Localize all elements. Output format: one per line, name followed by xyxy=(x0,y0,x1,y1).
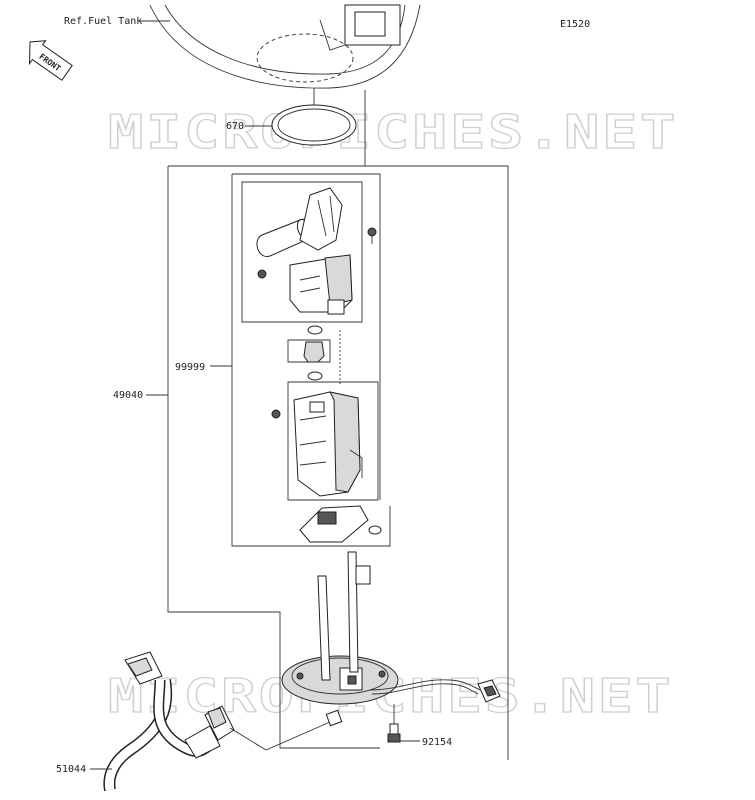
o-ring-lower xyxy=(307,371,323,381)
part-49040-label: 49040 xyxy=(113,390,143,401)
small-bolt-right xyxy=(367,227,377,237)
clip-bolt xyxy=(271,409,281,419)
fuel-pump-body xyxy=(293,391,363,497)
small-bolt-left xyxy=(257,269,267,279)
bolt-92154 xyxy=(387,723,401,743)
hose-connection-line xyxy=(229,721,331,751)
pump-flange xyxy=(281,655,399,705)
o-ring-upper xyxy=(307,325,323,335)
gasket-ring xyxy=(271,104,357,146)
upper-pump-housing xyxy=(289,254,353,315)
pump-strainer xyxy=(299,505,369,543)
watermark-top: MICROFICHES.NET xyxy=(108,105,678,159)
flange-rods xyxy=(317,551,371,681)
bracket-49040 xyxy=(167,165,509,760)
ref-fuel-tank-label: Ref.Fuel Tank xyxy=(64,16,142,27)
fuel-hose xyxy=(103,651,235,792)
wire-harness xyxy=(369,679,481,691)
part-92154-label: 92154 xyxy=(422,737,452,748)
part-99999-label: 99999 xyxy=(175,362,205,373)
strainer-washer xyxy=(368,525,382,535)
harness-connector xyxy=(477,679,501,703)
part-670-label: 670 xyxy=(226,121,244,132)
fuel-tank-outline xyxy=(149,4,421,89)
part-51044-label: 51044 xyxy=(56,764,86,775)
diagram-code: E1520 xyxy=(560,19,590,30)
regulator-bracket xyxy=(299,187,343,251)
front-arrow: FRONT xyxy=(28,40,73,81)
check-valve xyxy=(287,330,341,385)
bracket-99999 xyxy=(231,173,391,547)
